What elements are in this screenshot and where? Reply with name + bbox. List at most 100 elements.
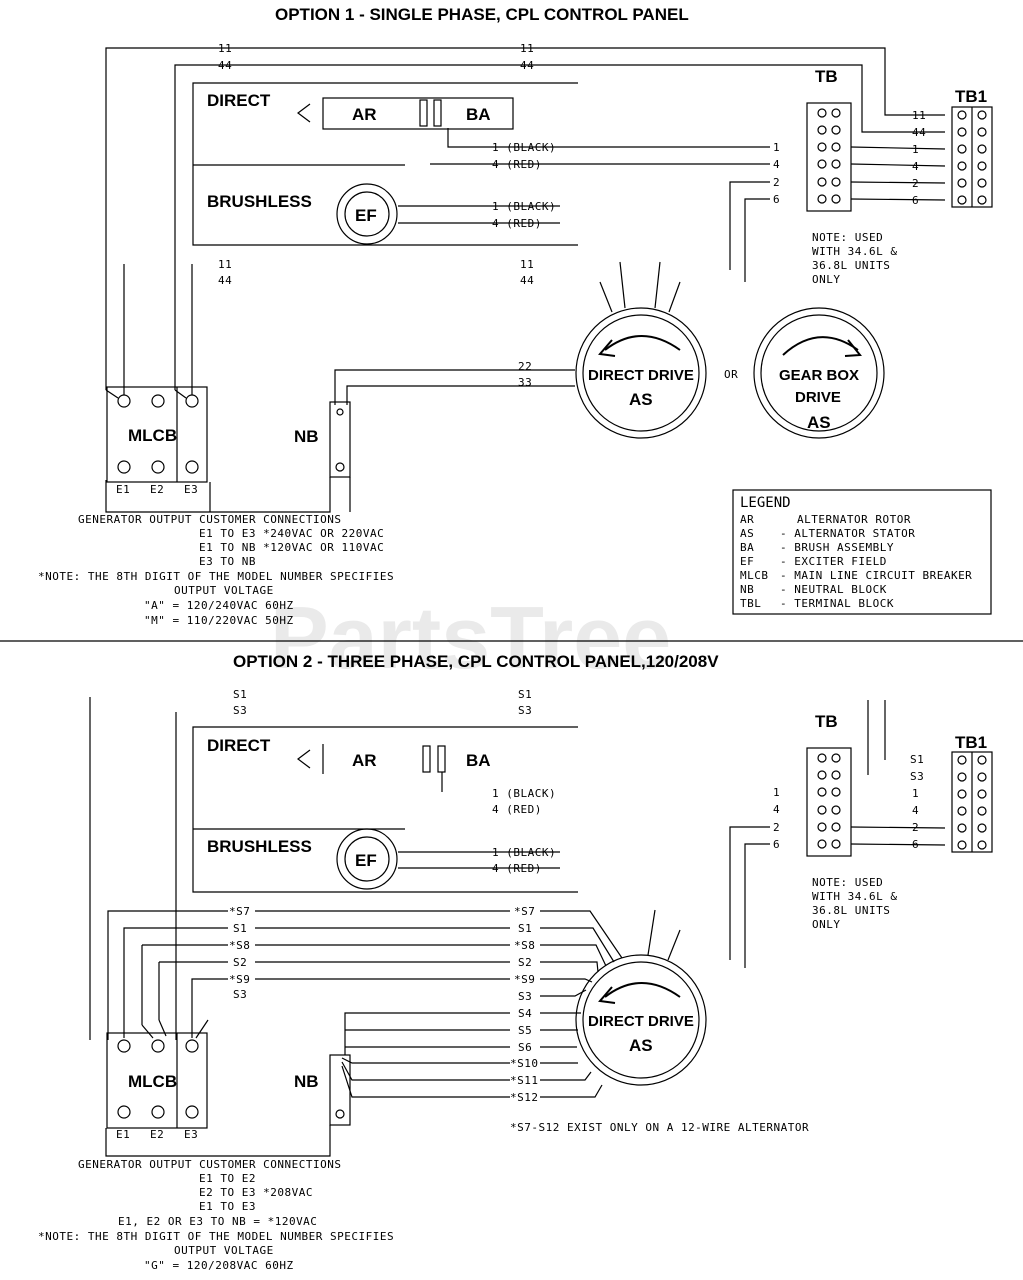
label-brushless: BRUSHLESS	[207, 192, 312, 211]
mlcb-terminal-2	[151, 394, 165, 408]
o2-s3-left: S3	[233, 704, 247, 717]
tb1-num-11: 11	[912, 109, 926, 122]
legend-key-4: MLCB	[740, 569, 769, 582]
lead-r-10: *S11	[510, 1074, 539, 1087]
cust2-line8: "G" = 120/208VAC 60HZ	[144, 1259, 294, 1272]
o2-label-tb: TB	[815, 712, 838, 731]
brush-2	[433, 99, 442, 127]
note2-line2: WITH 34.6L &	[812, 890, 897, 903]
cust2-line3: E2 TO E3 *208VAC	[199, 1186, 313, 1199]
terminal-block-tb	[806, 102, 852, 212]
tb-tb1-wire-6	[850, 198, 946, 201]
nb-bracket	[105, 477, 331, 513]
tb-num-6: 6	[773, 193, 780, 206]
label-ar: AR	[352, 105, 377, 124]
tb-terminals	[817, 108, 841, 204]
shaft-arrow-icon	[297, 103, 311, 123]
o2-terminal-block-tb	[806, 747, 852, 857]
o2-tb1-num-1: 1	[912, 787, 919, 800]
o2-lead-labels-left: *S7 S1 *S8 S2 *S9 S3	[229, 905, 250, 1001]
note1-line2: WITH 34.6L &	[812, 245, 897, 258]
o2-neutral-block	[329, 1054, 351, 1126]
option1-diagram: OPTION 1 - SINGLE PHASE, CPL CONTROL PAN…	[38, 5, 993, 627]
o2-mlcb-breaker	[106, 1032, 208, 1129]
legend-title: LEGEND	[740, 495, 791, 511]
cust2-line2: E1 TO E2	[199, 1172, 256, 1185]
lead-r-11: *S12	[510, 1091, 539, 1104]
o2-label-e3: E3	[184, 1128, 198, 1141]
stator-gear-box-inner	[760, 314, 878, 432]
label-as-1: AS	[629, 390, 653, 409]
wire-44	[174, 64, 945, 390]
o2-label-ba: BA	[466, 751, 491, 770]
o2-label-e2: E2	[150, 1128, 164, 1141]
legend-val-6: - TERMINAL BLOCK	[780, 597, 894, 610]
label-tb1: TB1	[955, 87, 987, 106]
nb-terminal-top	[336, 408, 344, 416]
label-as-2: AS	[807, 413, 831, 432]
exciter-field-inner	[344, 191, 390, 237]
legend-val-0: ALTERNATOR ROTOR	[797, 513, 911, 526]
o2-label-e1: E1	[116, 1128, 130, 1141]
mlcb-feed-44	[174, 389, 187, 399]
cust2-line6: *NOTE: THE 8TH DIGIT OF THE MODEL NUMBER…	[38, 1230, 394, 1243]
arrowhead-icon	[598, 339, 616, 357]
legend-val-5: - NEUTRAL BLOCK	[780, 583, 887, 596]
note2-line4: ONLY	[812, 918, 841, 931]
lead-r-2: *S8	[514, 939, 535, 952]
note1-line1: NOTE: USED	[812, 231, 883, 244]
o2-tb1-num-6: 6	[912, 838, 919, 851]
cust1-line7: "A" = 120/240VAC 60HZ	[144, 599, 294, 612]
o2-brush-2	[437, 745, 446, 773]
wire-6-down	[744, 198, 770, 282]
arrowhead-2-icon	[844, 339, 862, 357]
o2-tb-num-4: 4	[773, 803, 780, 816]
tb1-num-2: 2	[912, 177, 919, 190]
o2-tb1-num-2: 2	[912, 821, 919, 834]
label-44-right: 44	[520, 59, 534, 72]
label-44-low-right: 44	[520, 274, 534, 287]
o2-mlcb-terminal-5	[151, 1105, 165, 1119]
label-ba: BA	[466, 105, 491, 124]
o2-mlcb-terminal-6	[185, 1105, 199, 1119]
label-or: OR	[724, 368, 738, 381]
option2-diagram: OPTION 2 - THREE PHASE, CPL CONTROL PANE…	[38, 652, 993, 1272]
mlcb-terminal-6	[185, 460, 199, 474]
cust1-line6: OUTPUT VOLTAGE	[174, 584, 274, 597]
label-33: 33	[518, 376, 532, 389]
label-gear-box: GEAR BOX	[779, 367, 859, 384]
label-22: 22	[518, 360, 532, 373]
o2-wire-2-down	[729, 826, 770, 960]
lead-r-0: *S7	[514, 905, 535, 918]
o2-exciter-outer	[336, 828, 398, 890]
label-11-left: 11	[218, 42, 232, 55]
legend-key-3: EF	[740, 555, 754, 568]
label-1-black: 1 (BLACK)	[492, 141, 556, 154]
tb1-num-4: 4	[912, 160, 919, 173]
cust1-line5: *NOTE: THE 8TH DIGIT OF THE MODEL NUMBER…	[38, 570, 394, 583]
note2-line1: NOTE: USED	[812, 876, 883, 889]
o2-label-brushless: BRUSHLESS	[207, 837, 312, 856]
o2-lead-labels-right: *S7 S1 *S8 S2 *S9 S3 S4 S5 S6 *S10 *S11 …	[510, 905, 539, 1104]
mlcb-terminal-1	[117, 394, 131, 408]
tb1-num-1: 1	[912, 143, 919, 156]
o2-rotation-arrow-icon	[604, 982, 681, 998]
o2-s1-left: S1	[233, 688, 247, 701]
label-ef-4-red: 4 (RED)	[492, 217, 542, 230]
label-e3: E3	[184, 483, 198, 496]
lead-l-1: S1	[233, 922, 247, 935]
o2-tb-num-2: 2	[773, 821, 780, 834]
label-4-red: 4 (RED)	[492, 158, 542, 171]
o2-tb-tb1-wire-2	[850, 826, 946, 829]
cust1-line8: "M" = 110/220VAC 50HZ	[144, 614, 294, 627]
label-ef-1-black: 1 (BLACK)	[492, 200, 556, 213]
o2-tb-terminals	[817, 753, 841, 849]
o2-label-direct: DIRECT	[207, 736, 271, 755]
o2-arrowhead-icon	[598, 986, 616, 1004]
mlcb-terminal-3	[185, 394, 199, 408]
label-mlcb: MLCB	[128, 426, 177, 445]
o2-mlcb-terminal-1	[117, 1039, 131, 1053]
o2-mlcb-terminal-2	[151, 1039, 165, 1053]
o2-s7-note: *S7-S12 EXIST ONLY ON A 12-WIRE ALTERNAT…	[510, 1121, 809, 1134]
